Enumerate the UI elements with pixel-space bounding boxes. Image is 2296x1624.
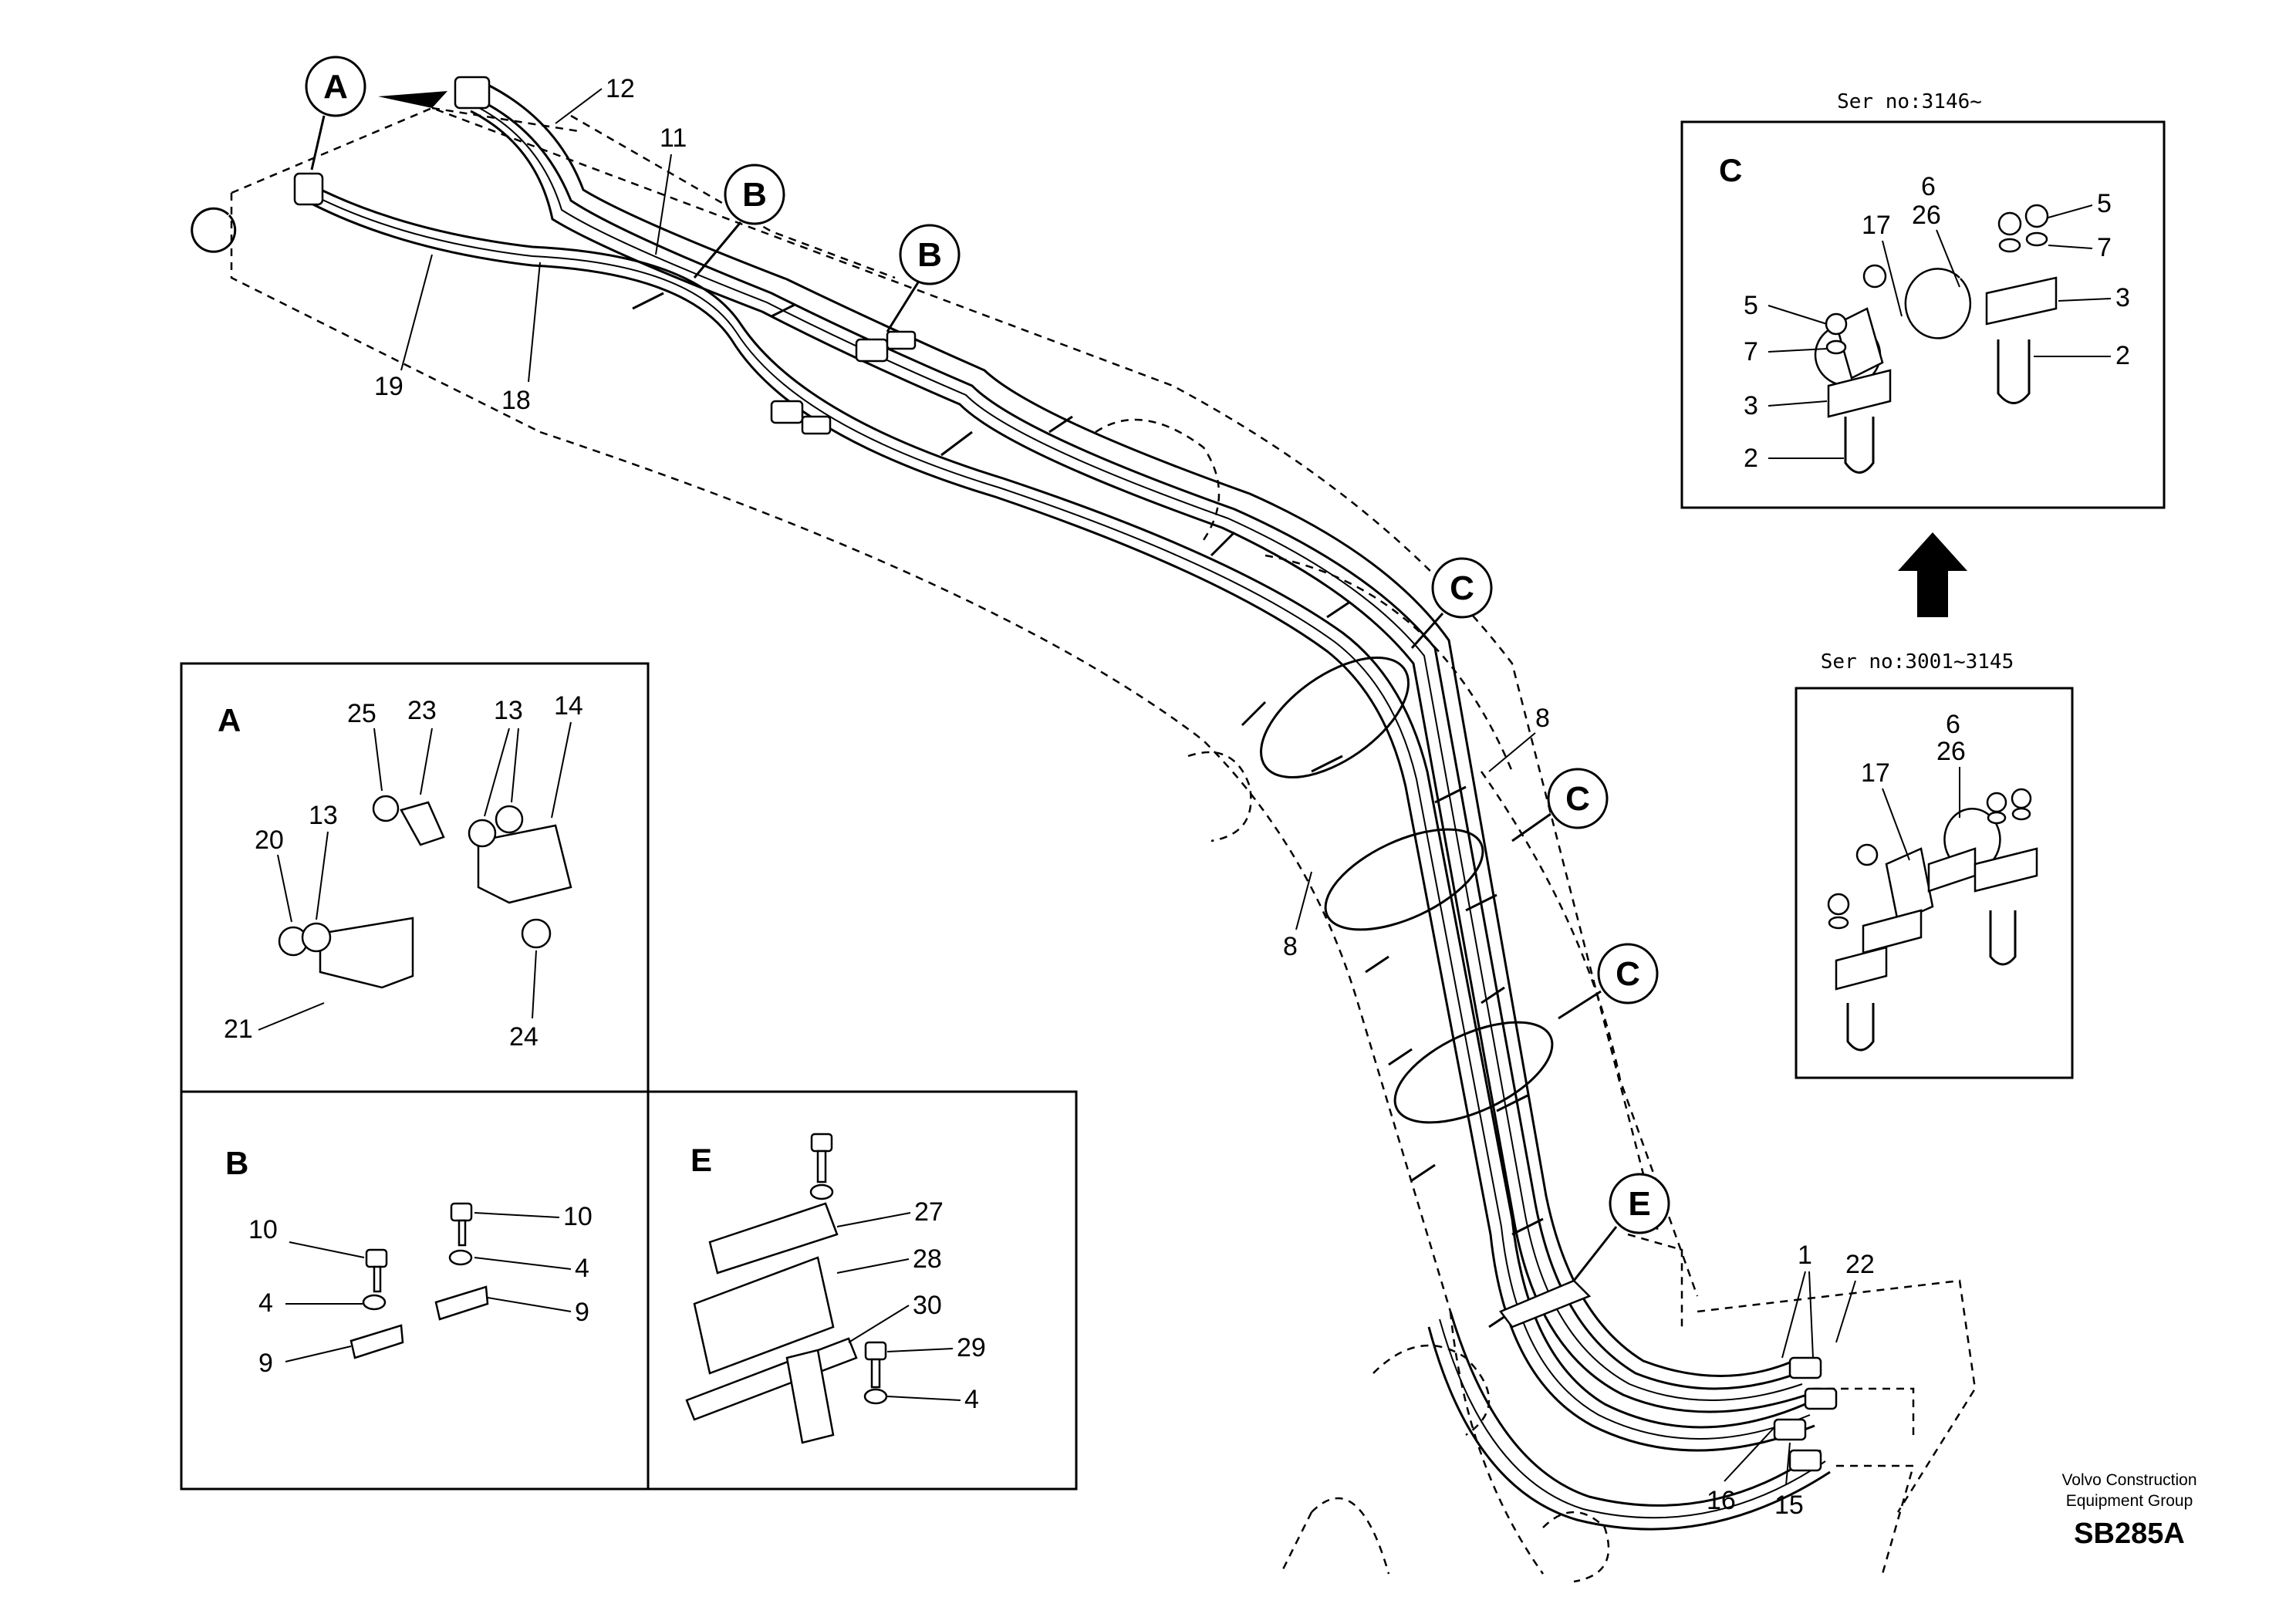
inset-e-label-28: 28 (913, 1244, 942, 1274)
label-15: 15 (1774, 1491, 1804, 1520)
inset-a-label-13-left: 13 (309, 801, 338, 830)
inset-a-letter: A (218, 702, 241, 738)
label-8-lower: 8 (1283, 932, 1298, 961)
callout-e-label: E (1628, 1185, 1650, 1223)
callout-b2-label: B (917, 236, 942, 274)
callout-a-label: A (323, 68, 348, 106)
footer: Volvo Construction Equipment Group SB285… (2061, 1471, 2196, 1550)
inset-b-label-9-right: 9 (575, 1298, 589, 1327)
inset-a-label-25: 25 (347, 699, 376, 728)
inset-c-new-label-2-right: 2 (2115, 341, 2130, 370)
callout-c3-label: C (1616, 955, 1640, 993)
drawing-code: SB285A (2074, 1518, 2185, 1550)
inset-c-new-label-5-right: 5 (2097, 189, 2112, 218)
callout-c2-label: C (1565, 780, 1590, 818)
inset-c-new-serial: Ser no:3146~ (1837, 90, 1982, 113)
label-8-upper: 8 (1535, 704, 1550, 733)
inset-e-label-30: 30 (913, 1291, 942, 1320)
inset-a-label-23: 23 (407, 696, 437, 725)
inset-b-label-10-right: 10 (563, 1202, 593, 1231)
pipe-bundle (308, 79, 1831, 1531)
inset-b-label-4-right: 4 (575, 1254, 589, 1283)
inset-b-label-4-left: 4 (258, 1288, 273, 1318)
company-name-line1: Volvo Construction (2061, 1471, 2196, 1489)
label-1: 1 (1798, 1241, 1812, 1270)
callout-b-2: B (886, 224, 961, 333)
inset-e-label-29: 29 (957, 1333, 986, 1362)
inset-e: E 27 28 30 29 4 (647, 1090, 1078, 1491)
boom-outline (230, 106, 1977, 1583)
label-22: 22 (1845, 1250, 1875, 1279)
version-arrow (1898, 532, 1967, 617)
inset-e-letter: E (690, 1142, 712, 1178)
inset-a-label-21: 21 (224, 1015, 253, 1044)
inset-b-letter: B (225, 1145, 248, 1181)
label-11: 11 (660, 123, 687, 153)
callout-b1-label: B (742, 176, 767, 214)
inset-c-old-label-6: 6 (1946, 710, 1960, 739)
inset-e-parts (685, 1133, 888, 1444)
inset-b-label-10-left: 10 (248, 1215, 278, 1244)
callout-a: A (305, 56, 447, 171)
callout-e: E (1572, 1173, 1670, 1281)
inset-c-new-label-7-right: 7 (2097, 233, 2112, 262)
inset-c-new-label-2-left: 2 (1744, 444, 1758, 473)
boom-end-fittings (191, 76, 1838, 1472)
inset-c-new-label-7-left: 7 (1744, 337, 1758, 366)
callout-c-1: C (1410, 557, 1493, 649)
inset-c-new-label-26: 26 (1912, 201, 1941, 230)
inset-c-old-serial: Ser no:3001~3145 (1821, 650, 2014, 674)
inset-c-new: Ser no:3146~ C 6 26 17 5 7 3 2 (1680, 90, 2166, 509)
inset-c-old-label-17: 17 (1861, 758, 1890, 788)
callout-b-1: B (693, 164, 785, 279)
inset-c-new-letter: C (1719, 152, 1742, 188)
detail-c-markers (1260, 656, 1554, 1124)
inset-c-old-label-26: 26 (1936, 737, 1966, 766)
callout-c-3: C (1558, 943, 1659, 1020)
label-19: 19 (374, 372, 403, 401)
inset-a-label-24: 24 (509, 1022, 539, 1052)
pipe-clamps (632, 292, 1592, 1329)
inset-c-old: Ser no:3001~3145 6 26 17 (1795, 650, 2074, 1079)
label-16: 16 (1707, 1486, 1736, 1515)
inset-b: B 10 10 4 4 9 9 (180, 1090, 650, 1491)
main-part-numbers: 12 11 19 18 8 8 1 22 16 15 (374, 74, 1875, 1520)
inset-e-label-27: 27 (914, 1197, 944, 1227)
inset-a: A 25 23 13 14 20 13 21 24 (180, 662, 650, 1093)
inset-c-new-label-3-left: 3 (1744, 391, 1758, 420)
inset-c-new-label-6: 6 (1921, 172, 1936, 201)
inset-c-new-label-5-left: 5 (1744, 291, 1758, 320)
callout-c-2: C (1511, 768, 1609, 842)
inset-e-label-4: 4 (964, 1385, 979, 1414)
label-18: 18 (501, 386, 531, 415)
label-12: 12 (606, 74, 635, 103)
inset-b-parts (349, 1202, 489, 1359)
inset-a-label-14: 14 (554, 691, 583, 721)
inset-a-label-20: 20 (255, 826, 284, 855)
inset-a-label-13-right: 13 (494, 696, 523, 725)
callout-c1-label: C (1450, 569, 1474, 607)
inset-c-new-label-3-right: 3 (2115, 283, 2130, 312)
inset-a-parts (278, 795, 572, 989)
inset-c-old-parts (1827, 788, 2038, 1052)
inset-b-label-9-left: 9 (258, 1349, 273, 1378)
company-name-line2: Equipment Group (2066, 1492, 2193, 1510)
inset-c-new-label-17: 17 (1862, 211, 1891, 240)
inset-c-new-parts (1814, 204, 2058, 474)
